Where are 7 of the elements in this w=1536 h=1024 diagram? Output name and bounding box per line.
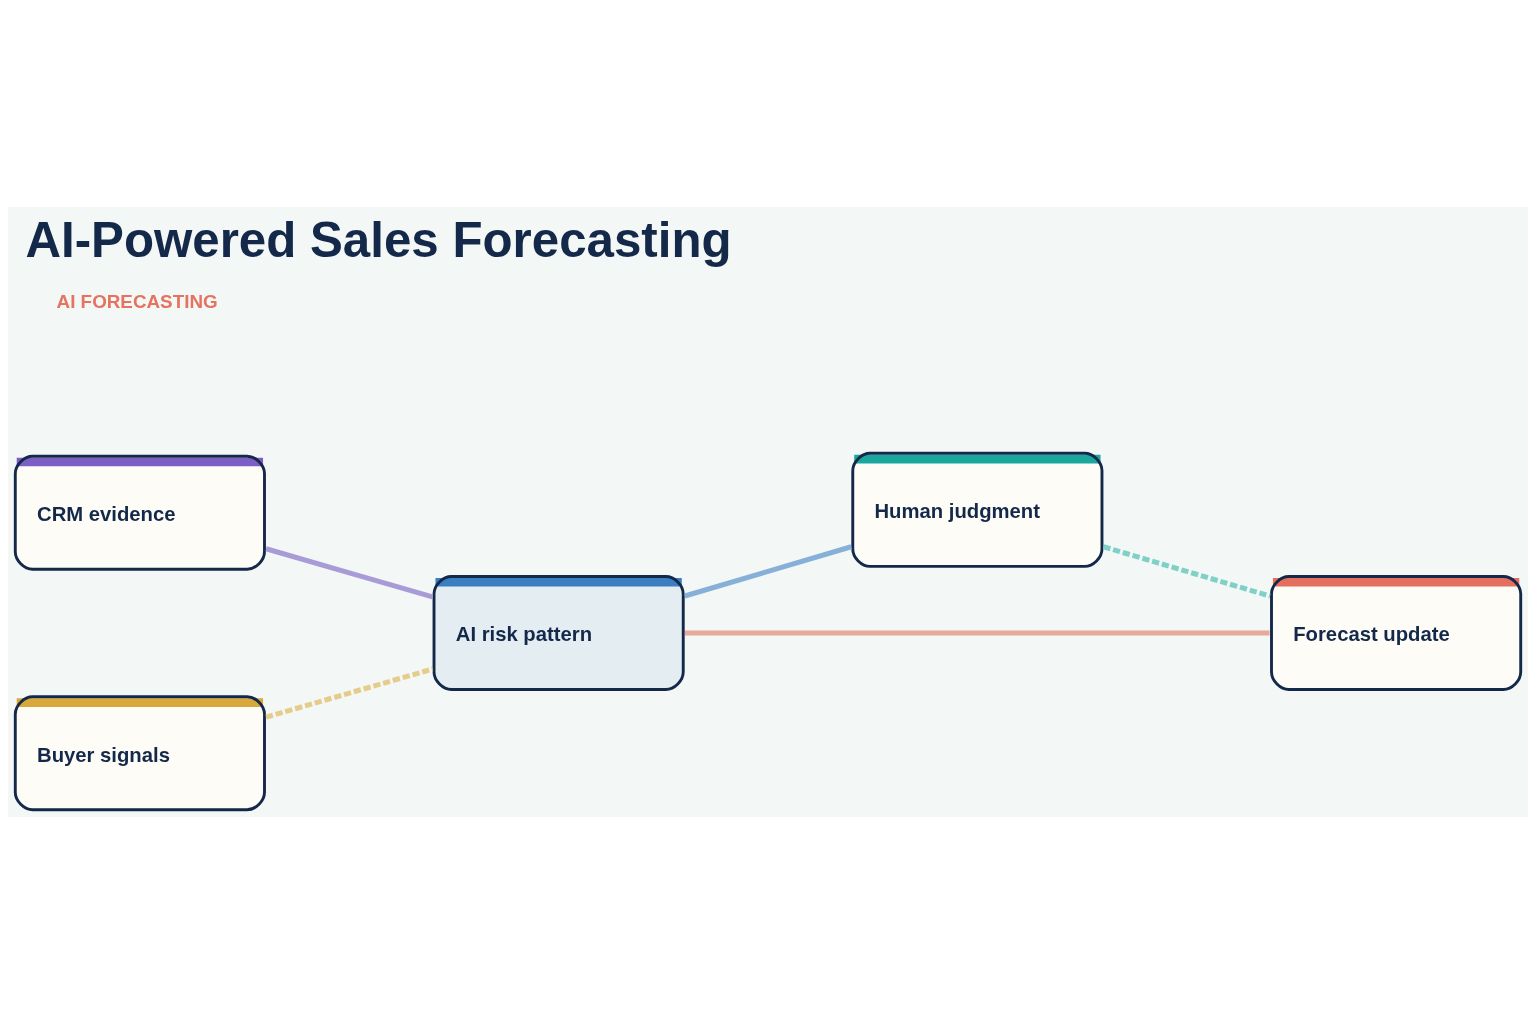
connector bbox=[1102, 544, 1271, 599]
diagram-title: AI-Powered Sales Forecasting bbox=[25, 211, 732, 267]
connector bbox=[685, 630, 1270, 636]
connector bbox=[684, 544, 852, 599]
connector bbox=[265, 546, 434, 600]
label: AI FORECASTING bbox=[56, 290, 218, 312]
connector bbox=[265, 666, 434, 720]
